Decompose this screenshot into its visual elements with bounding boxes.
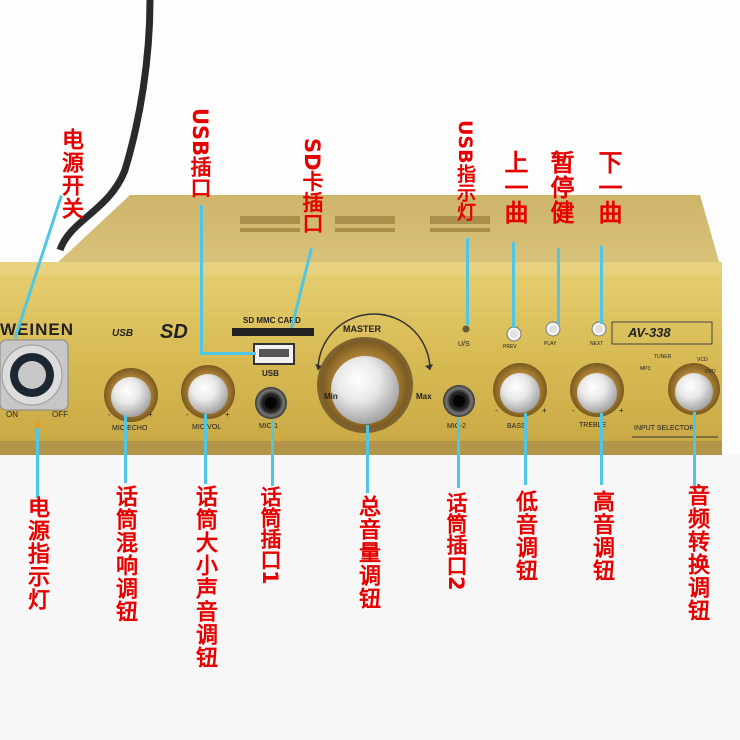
leader-usb-port-horizontal [200, 352, 256, 355]
label-usb-indicator: USB指示灯 [454, 120, 476, 221]
bass-plus: + [542, 406, 547, 415]
leader-mic-echo [124, 415, 127, 483]
leader-mic2 [457, 418, 460, 488]
treble-minus: - [572, 406, 575, 415]
bass-minus: - [495, 406, 498, 415]
usb-port-label: USB [262, 369, 279, 378]
mic-echo-plus: + [148, 410, 153, 419]
label-selector-knob: 音频转换调钮 [684, 484, 709, 622]
label-mic-echo-knob: 话筒混响调钮 [112, 485, 137, 623]
master-volume-knob[interactable] [317, 337, 413, 433]
off-label: OFF [52, 410, 68, 419]
label-next-track: 下一曲 [594, 150, 622, 225]
on-label: ON [6, 410, 18, 419]
leader-pause [557, 248, 560, 324]
leader-usb-port-vertical [200, 205, 203, 355]
leader-mic-vol [204, 414, 207, 484]
mp3-label: MP3 [640, 366, 651, 372]
leader-next [600, 246, 603, 324]
input-selector-knob[interactable] [668, 363, 720, 415]
card-slot-label: SD MMC CARD [243, 316, 301, 325]
mic-echo-knob[interactable] [104, 368, 158, 422]
mic1-jack[interactable] [255, 387, 287, 419]
mic2-label: MIC-2 [447, 423, 466, 430]
leader-usb-indicator [466, 238, 469, 325]
power-switch[interactable] [0, 339, 69, 411]
mic1-label: MIC-1 [259, 423, 279, 430]
play-pause-button[interactable] [545, 321, 561, 337]
label-pause: 暂停健 [546, 150, 574, 225]
treble-plus: + [619, 406, 624, 415]
sd-logo: SD [160, 321, 188, 343]
sd-card-slot[interactable] [232, 328, 314, 336]
leader-treble [600, 413, 603, 485]
label-master-knob: 总音量调钮 [355, 495, 380, 610]
mic-vol-minus: - [186, 410, 189, 419]
model-badge: AV-338 [628, 325, 671, 340]
dvd-label: DVD [705, 369, 716, 375]
leader-power-indicator [36, 428, 39, 498]
label-usb-port: USB插口 [188, 108, 212, 199]
max-label: Max [416, 392, 432, 401]
next-label: NEXT [590, 341, 604, 347]
label-mic1-jack: 话筒插口1 [258, 486, 282, 585]
mic-echo-minus: - [108, 410, 111, 419]
bass-knob[interactable] [493, 363, 547, 417]
input-selector-label: INPUT SELECTOR [634, 425, 695, 432]
leader-mic1 [271, 420, 274, 486]
leader-selector [693, 412, 696, 486]
brand-logo: WEINEN [0, 320, 74, 339]
label-mic2-jack: 话筒插口2 [444, 492, 468, 591]
label-sd-slot: SD卡插口 [300, 138, 324, 234]
prev-button[interactable] [506, 326, 522, 342]
label-mic-vol-knob: 话筒大小声音调钮 [192, 485, 217, 669]
vcd-label: VCD [697, 357, 708, 363]
vent-slots [240, 216, 490, 232]
label-power-switch: 电源开关 [58, 128, 83, 220]
label-prev-track: 上一曲 [500, 150, 528, 225]
power-led [35, 422, 41, 428]
play-label: PLAY [544, 341, 557, 347]
power-cable [56, 0, 154, 252]
next-button[interactable] [591, 321, 607, 337]
label-treble-knob: 高音调钮 [589, 490, 614, 582]
us-label: U/S [458, 341, 470, 348]
leader-bass [524, 413, 527, 485]
bass-label: BASS [507, 423, 526, 430]
master-label: MASTER [343, 324, 381, 334]
mic-vol-knob[interactable] [181, 365, 235, 419]
prev-label: PREV [503, 344, 517, 350]
tuner-label: TUNER [654, 354, 672, 360]
treble-knob[interactable] [570, 363, 624, 417]
mic2-jack[interactable] [443, 385, 475, 417]
mic-vol-plus: + [225, 410, 230, 419]
panel-bottom-edge [0, 441, 722, 455]
label-power-indicator: 电源指示灯 [24, 496, 49, 611]
treble-label: TREBLE [579, 422, 607, 429]
leader-master [366, 425, 369, 493]
usb-indicator-led [462, 325, 470, 333]
mic-echo-label: MIC-ECHO [112, 425, 148, 432]
leader-prev [512, 242, 515, 328]
label-bass-knob: 低音调钮 [512, 490, 537, 582]
usb-logo: USB [112, 328, 134, 339]
min-label: Min [324, 392, 338, 401]
